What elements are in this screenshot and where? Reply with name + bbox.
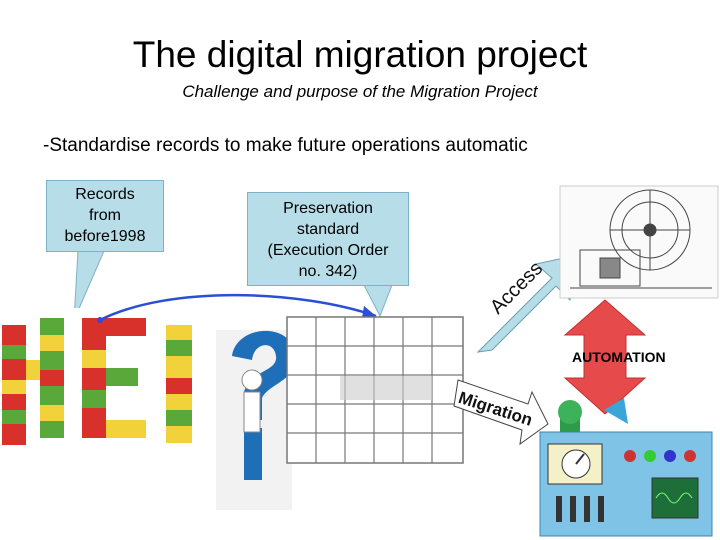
bullet-text: -Standardise records to make future oper… <box>43 135 528 156</box>
preservation-callout-line-1: Preservation <box>283 200 373 217</box>
records-callout-line-3: before1998 <box>64 228 146 245</box>
slide-title: The digital migration project <box>132 34 588 75</box>
control-panel-image <box>539 398 713 537</box>
automation-label: AUTOMATION <box>572 349 666 365</box>
preservation-callout-line-4: no. 342) <box>298 263 358 280</box>
records-callout: Records from before1998 <box>46 180 164 252</box>
preservation-callout-line-2: standard <box>296 221 360 238</box>
puzzle-image <box>286 316 464 464</box>
records-callout-line-2: from <box>89 207 121 224</box>
slide-subtitle: Challenge and purpose of the Migration P… <box>182 82 538 101</box>
connector-arc <box>99 293 377 322</box>
machine-drawing-image <box>559 185 719 299</box>
question-figure-image <box>216 330 297 510</box>
records-callout-line-1: Records <box>75 186 135 203</box>
migration-arrow <box>453 379 549 446</box>
preservation-callout: Preservation standard (Execution Order n… <box>247 192 409 286</box>
lego-letters-image <box>0 308 200 458</box>
preservation-callout-line-3: (Execution Order <box>267 242 389 259</box>
